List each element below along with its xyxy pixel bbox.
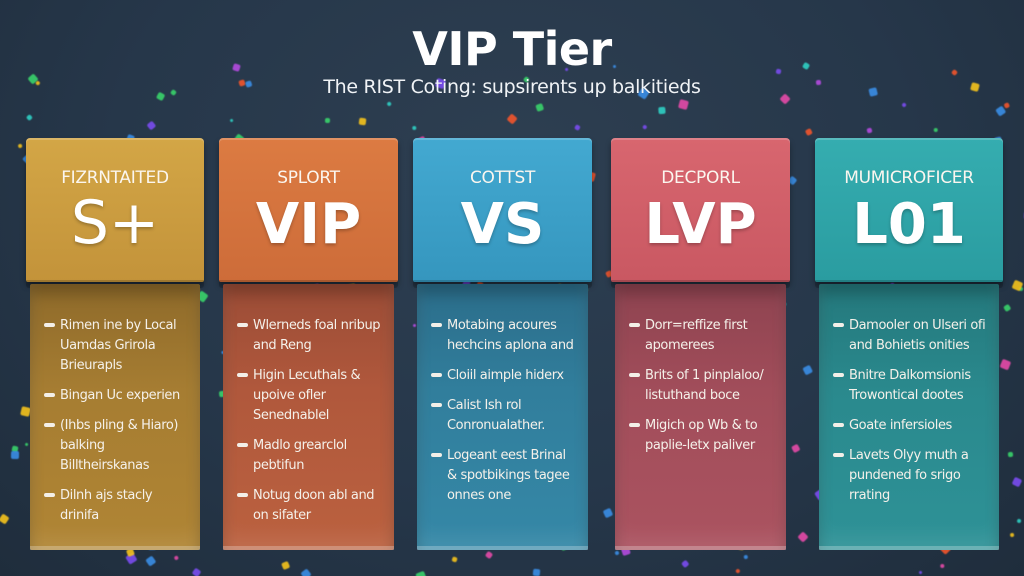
bullet-icon <box>429 318 447 332</box>
tier-badge: L01 <box>852 192 966 257</box>
bullet-icon <box>429 368 447 382</box>
feature-item: Wlerneds foal nribup and Reng <box>235 316 384 356</box>
feature-text: Damooler on Ulseri ofi and Bohietis onit… <box>849 318 986 353</box>
tier-badge: VIP <box>255 192 362 257</box>
bullet-icon <box>235 368 253 382</box>
tier-card-vip: SPLORT VIP Wlerneds foal nribup and Reng… <box>219 138 398 550</box>
tier-kicker: DECPORL <box>661 168 740 188</box>
bullet-icon <box>831 448 849 462</box>
tier-kicker: SPLORT <box>277 168 340 188</box>
bullet-icon <box>831 318 849 332</box>
tier-feature-list: Motabing acoures hechcins aplona and Clo… <box>417 284 588 550</box>
tier-card-header: SPLORT VIP <box>219 138 398 288</box>
bullet-icon <box>627 318 645 332</box>
page-title: VIP Tier <box>412 22 612 76</box>
tier-kicker: COTTST <box>469 168 536 188</box>
feature-text: Wlerneds foal nribup and Reng <box>253 318 381 353</box>
feature-item: Migich op Wb & to paplie-letx paliver <box>627 416 776 456</box>
feature-item: Madlo grearclol pebtifun <box>235 436 384 476</box>
tier-kicker: FIZRNTAITED <box>61 168 169 188</box>
bullet-icon <box>831 418 849 432</box>
feature-item: Calist Ish rol Conronualather. <box>429 396 578 436</box>
feature-item: Notug doon abl and on sifater <box>235 486 384 526</box>
tier-badge: VS <box>460 192 545 257</box>
feature-text: Migich op Wb & to paplie-letx paliver <box>645 418 758 453</box>
feature-text: Calist Ish rol Conronualather. <box>447 398 545 433</box>
feature-item: Dilnh ajs stacly drinifa <box>42 486 190 526</box>
bullet-icon <box>831 368 849 382</box>
feature-text: Goate infersioles <box>849 418 952 433</box>
tier-feature-list: Damooler on Ulseri ofi and Bohietis onit… <box>819 284 999 550</box>
feature-item: Bnitre Dalkomsionis Trowontical dootes <box>831 366 989 406</box>
tier-badge: LVP <box>644 192 757 257</box>
tier-card-l01: MUMICROFICER L01 Damooler on Ulseri ofi … <box>815 138 1003 550</box>
feature-item: Lavets Olyy muth a pundened fo srigo rra… <box>831 446 989 506</box>
bullet-icon <box>42 488 60 502</box>
feature-item: Logeant eest Brinal & spotbikings tagee … <box>429 446 578 506</box>
feature-text: Motabing acoures hechcins aplona and <box>447 318 574 353</box>
tier-card-header: MUMICROFICER L01 <box>815 138 1003 288</box>
bullet-icon <box>627 418 645 432</box>
feature-item: Motabing acoures hechcins aplona and <box>429 316 578 356</box>
page-subtitle: The RIST Coting: supsirents up balkitied… <box>323 76 701 98</box>
tier-badge: S+ <box>70 188 160 258</box>
bullet-icon <box>235 488 253 502</box>
feature-text: Bingan Uc experien <box>60 388 180 403</box>
feature-text: Lavets Olyy muth a pundened fo srigo rra… <box>849 448 969 503</box>
feature-text: (Ihbs pling & Hiaro) balking Billtheirsk… <box>60 418 179 473</box>
feature-item: Bingan Uc experien <box>42 386 190 406</box>
feature-item: Cloiil aimple hiderx <box>429 366 578 386</box>
feature-text: Higin Lecuthals & upoive ofler Senednabl… <box>253 368 361 423</box>
feature-item: (Ihbs pling & Hiaro) balking Billtheirsk… <box>42 416 190 476</box>
bullet-icon <box>429 398 447 412</box>
tier-feature-list: Rimen ine by Local Uamdas Grirola Brieur… <box>30 284 200 550</box>
tier-kicker: MUMICROFICER <box>844 168 974 188</box>
tier-feature-list: Wlerneds foal nribup and Reng Higin Lecu… <box>223 284 394 550</box>
feature-item: Dorr=reffize first apomerees <box>627 316 776 356</box>
feature-text: Notug doon abl and on sifater <box>253 488 375 523</box>
feature-text: Rimen ine by Local Uamdas Grirola Brieur… <box>60 318 177 373</box>
bullet-icon <box>42 318 60 332</box>
tier-card-header: COTTST VS <box>413 138 592 288</box>
tier-card-header: FIZRNTAITED S+ <box>26 138 204 288</box>
feature-text: Logeant eest Brinal & spotbikings tagee … <box>447 448 570 503</box>
bullet-icon <box>42 418 60 432</box>
feature-item: Higin Lecuthals & upoive ofler Senednabl… <box>235 366 384 426</box>
tier-card-lvp: DECPORL LVP Dorr=reffize first apomerees… <box>611 138 790 550</box>
feature-item: Rimen ine by Local Uamdas Grirola Brieur… <box>42 316 190 376</box>
feature-item: Brits of 1 pinplaloo/ listuthand boce <box>627 366 776 406</box>
bullet-icon <box>235 438 253 452</box>
bullet-icon <box>627 368 645 382</box>
tier-feature-list: Dorr=reffize first apomerees Brits of 1 … <box>615 284 786 550</box>
bullet-icon <box>429 448 447 462</box>
feature-item: Damooler on Ulseri ofi and Bohietis onit… <box>831 316 989 356</box>
feature-text: Brits of 1 pinplaloo/ listuthand boce <box>645 368 764 403</box>
feature-text: Cloiil aimple hiderx <box>447 368 564 383</box>
feature-item: Goate infersioles <box>831 416 989 436</box>
tier-card-header: DECPORL LVP <box>611 138 790 288</box>
feature-text: Dorr=reffize first apomerees <box>645 318 748 353</box>
bullet-icon <box>235 318 253 332</box>
bullet-icon <box>42 388 60 402</box>
feature-text: Madlo grearclol pebtifun <box>253 438 347 473</box>
feature-text: Bnitre Dalkomsionis Trowontical dootes <box>849 368 971 403</box>
tier-card-s-plus: FIZRNTAITED S+ Rimen ine by Local Uamdas… <box>26 138 204 550</box>
tier-card-vs: COTTST VS Motabing acoures hechcins aplo… <box>413 138 592 550</box>
feature-text: Dilnh ajs stacly drinifa <box>60 488 153 523</box>
